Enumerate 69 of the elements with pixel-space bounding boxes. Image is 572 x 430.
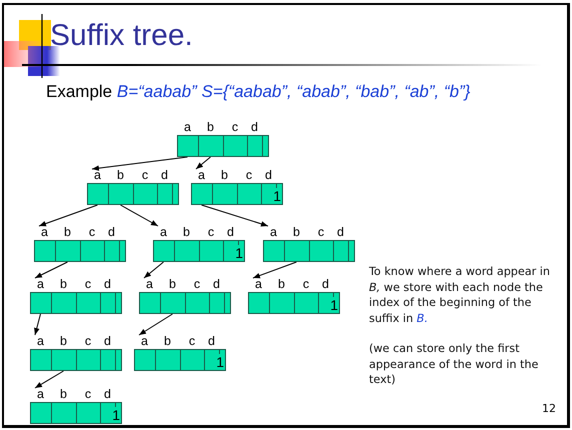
column-letter: a — [184, 120, 191, 134]
note-paragraph: To know where a word appear in B, we store with each node the index of the beginning of the suffix in B. — [369, 264, 551, 326]
column-letter: d — [161, 168, 168, 182]
arrow — [34, 314, 41, 336]
suffix-index: 1 — [329, 297, 339, 313]
column-letter: d — [208, 334, 215, 348]
column-letter: c — [84, 334, 92, 348]
column-letter: b — [278, 277, 285, 291]
arrow — [34, 370, 64, 388]
column-letter: b — [164, 334, 171, 348]
arrow — [144, 262, 164, 278]
column-letter: b — [60, 277, 67, 291]
column-letter: c — [84, 387, 92, 401]
column-letter: d — [227, 225, 234, 239]
column-letter: d — [104, 334, 111, 348]
column-letter: c — [208, 225, 214, 239]
column-letter: c — [142, 168, 148, 182]
column-letter: b — [60, 334, 67, 348]
suffix-index: 1 — [215, 354, 225, 370]
arrow — [138, 314, 173, 336]
column-letter: b — [221, 168, 228, 182]
column-letter: a — [160, 225, 167, 239]
column-letter: b — [117, 168, 124, 182]
arrow — [120, 204, 158, 226]
column-letter: b — [169, 277, 176, 291]
column-letter: d — [104, 387, 111, 401]
column-letter: b — [64, 225, 71, 239]
suffix-index: 1 — [272, 188, 282, 204]
column-letter: d — [337, 225, 344, 239]
arrow — [92, 156, 188, 171]
column-letter: a — [141, 334, 148, 348]
column-letter: c — [318, 225, 324, 239]
arrow — [252, 262, 297, 278]
column-letter: c — [88, 225, 96, 239]
example-text: Example B=“aabab” S={“aabab”, “abab”, “bab”, “ab”, “b”} — [46, 82, 470, 102]
arrow — [201, 204, 268, 227]
column-letter: a — [37, 277, 44, 291]
column-letter: b — [293, 225, 300, 239]
column-letter: c — [246, 168, 252, 182]
column-letter: a — [37, 334, 44, 348]
column-letter: c — [194, 277, 200, 291]
column-letter: d — [104, 277, 111, 291]
page-number: 12 — [542, 402, 556, 415]
column-letter: b — [60, 387, 67, 401]
column-letter: a — [37, 387, 44, 401]
arrow — [196, 156, 211, 170]
column-letter: c — [302, 277, 310, 291]
suffix-index: 1 — [111, 407, 121, 423]
column-letter: a — [270, 225, 277, 239]
column-letter: b — [207, 120, 214, 134]
column-letter: a — [255, 277, 262, 291]
note-paragraph: (we can store only the first appearance of the word in the text) — [369, 341, 540, 388]
column-letter: a — [41, 225, 48, 239]
column-letter: c — [84, 277, 92, 291]
column-letter: d — [251, 120, 258, 134]
column-letter: d — [213, 277, 220, 291]
arrow — [38, 204, 98, 226]
column-letter: c — [188, 334, 196, 348]
suffix-index: 1 — [234, 245, 244, 261]
column-letter: d — [108, 225, 115, 239]
column-letter: a — [146, 277, 153, 291]
column-letter: b — [183, 225, 190, 239]
arrow — [34, 262, 68, 278]
column-letter: c — [232, 120, 238, 134]
column-letter: a — [94, 168, 101, 182]
column-letter: d — [322, 277, 329, 291]
column-letter: a — [198, 168, 205, 182]
column-letter: d — [265, 168, 272, 182]
slide-title: Suffix tree. — [50, 18, 193, 54]
